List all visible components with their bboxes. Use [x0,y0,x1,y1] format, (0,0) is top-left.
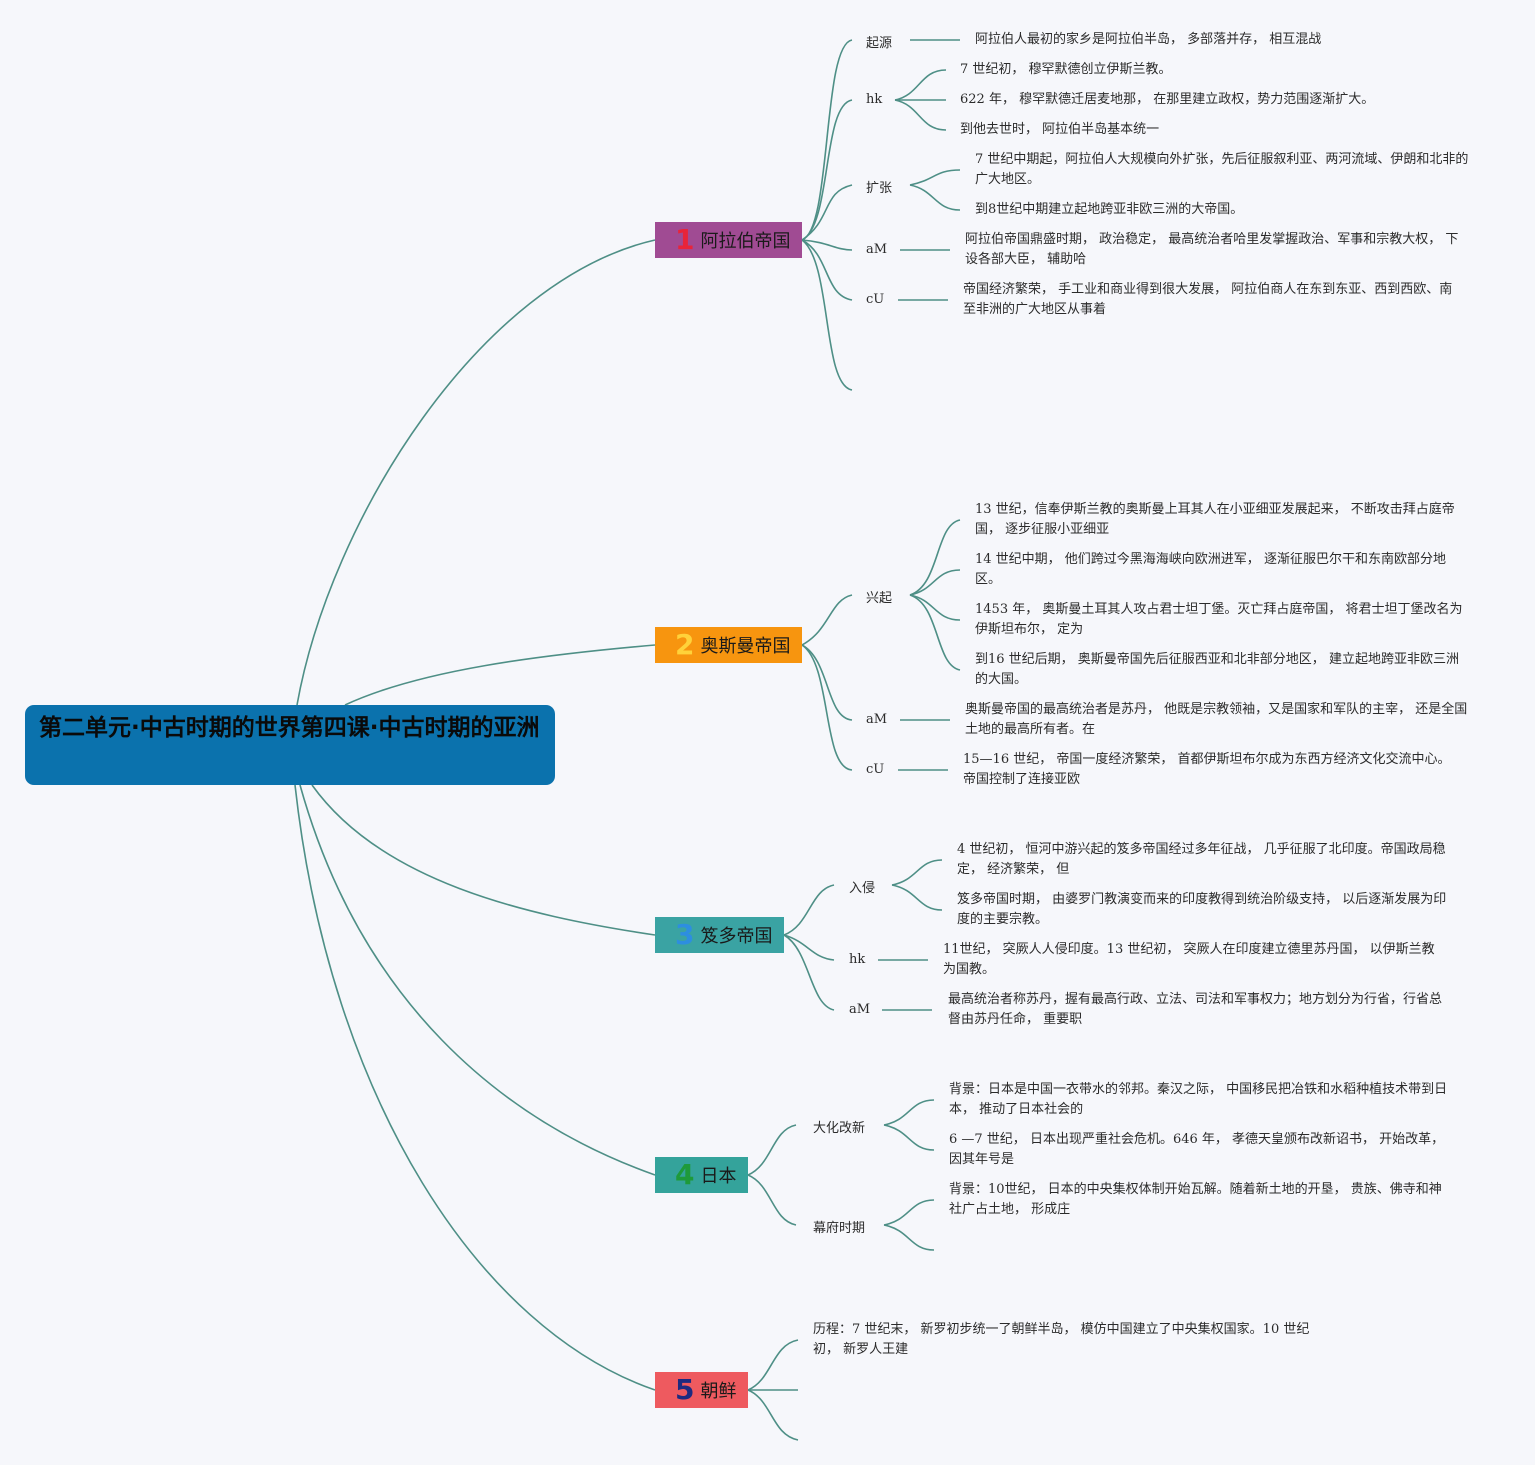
branch-japan[interactable]: 4 日本 [655,1157,748,1193]
leaf-text[interactable]: 13 世纪，信奉伊斯兰教的奥斯曼上耳其人在小亚细亚发展起来， 不断攻击拜占庭帝国… [975,502,1455,537]
root-topic[interactable]: 第二单元·中古时期的世界第四课·中古时期的亚洲 [25,705,555,785]
connector-b2-s3 [801,644,853,771]
topic-am[interactable]: aM [849,1002,871,1017]
leaf-text[interactable]: 1453 年， 奥斯曼土耳其人攻占君士坦丁堡。灭亡拜占庭帝国， 将君士坦丁堡改名… [975,602,1463,637]
connector-b4-s1-l1 [883,1099,935,1126]
topic-hk[interactable]: hk [849,952,866,967]
connector-b4-s1 [747,1124,797,1176]
connector-b4-s2-l2 [883,1224,935,1251]
branch-number: 2 [675,628,695,661]
connector-b1-s4 [801,239,853,251]
connector-b5-l3 [747,1389,799,1441]
leaf-text[interactable]: 到他去世时， 阿拉伯半岛基本统一 [960,122,1160,137]
branch-arab-empire[interactable]: 1 阿拉伯帝国 [655,222,802,258]
topic-cu[interactable]: cU [866,762,885,777]
connector-b3-s1 [783,884,835,936]
connector-b1-s6 [801,239,853,391]
topic-expansion[interactable]: 扩张 [866,181,893,196]
connector-b1-s2-l3 [894,99,947,131]
connector-b1-s2-l1 [894,69,947,101]
branch-ottoman-empire[interactable]: 2 奥斯曼帝国 [655,627,802,663]
branch-label: 阿拉伯帝国 [700,231,791,252]
leaf-text[interactable]: 最高统治者称苏丹，握有最高行政、立法、司法和军事权力；地方划分为行省，行省总督由… [948,992,1443,1027]
leaf-text[interactable]: 7 世纪中期起，阿拉伯人大规模向外扩张，先后征服叙利亚、两河流域、伊朗和北非的广… [975,152,1469,187]
leaf-text[interactable]: 奥斯曼帝国的最高统治者是苏丹， 他既是宗教领袖，又是国家和军队的主宰， 还是全国… [965,702,1468,737]
branch-number: 1 [675,223,695,256]
topic-shogunate[interactable]: 幕府时期 [813,1221,866,1236]
connector-b2-s1-l4 [909,594,961,671]
connector-root-b2 [344,644,656,706]
leaf-text[interactable]: 11世纪， 突厥人人侵印度。13 世纪初， 突厥人在印度建立德里苏丹国， 以伊斯… [943,942,1435,977]
connector-root-b3 [311,784,656,936]
connector-root-b4 [299,784,656,1176]
topic-origin[interactable]: 起源 [866,36,893,51]
connector-b4-s2-l1 [883,1199,935,1226]
branch-number: 3 [675,918,695,951]
leaf-text[interactable]: 到8世纪中期建立起地跨亚非欧三洲的大帝国。 [975,202,1244,217]
branch-label: 朝鲜 [700,1381,737,1402]
branch-korea[interactable]: 5 朝鲜 [655,1372,748,1408]
leaf-text[interactable]: 14 世纪中期， 他们跨过今黑海海峡向欧洲进军， 逐渐征服巴尔干和东南欧部分地区… [975,552,1446,587]
leaf-text[interactable]: 历程：7 世纪末， 新罗初步统一了朝鲜半岛， 模仿中国建立了中央集权国家。10 … [813,1322,1310,1357]
connector-b2-s1-l2 [909,569,961,596]
branch-label: 奥斯曼帝国 [700,636,791,657]
leaf-text[interactable]: 笈多帝国时期， 由婆罗门教演变而来的印度教得到统治阶级支持， 以后逐渐发展为印度… [957,892,1447,927]
topic-taika-reform[interactable]: 大化改新 [813,1121,866,1136]
topic-cu[interactable]: cU [866,292,885,307]
connector-b5-l1 [747,1339,799,1391]
connector-b1-s2 [801,99,853,241]
connector-b4-s1-l2 [883,1124,935,1151]
connector-b3-s2 [783,934,835,961]
connector-b1-s3-l2 [909,184,961,211]
branch-number: 5 [675,1373,695,1406]
leaf-text[interactable]: 4 世纪初， 恒河中游兴起的笈多帝国经过多年征战， 几乎征服了北印度。帝国政局稳… [957,842,1446,877]
leaf-text[interactable]: 到16 世纪后期， 奥斯曼帝国先后征服西亚和北非部分地区， 建立起地跨亚非欧三洲… [975,652,1459,687]
connector-b3-s1-l2 [891,884,943,911]
connector-b2-s1-l1 [909,519,961,596]
leaf-text[interactable]: 阿拉伯人最初的家乡是阿拉伯半岛， 多部落并存， 相互混战 [975,32,1322,47]
topic-am[interactable]: aM [866,712,888,727]
connector-root-b5 [294,784,656,1391]
branch-label: 笈多帝国 [700,926,773,947]
connector-b3-s1-l1 [891,859,943,886]
leaf-text[interactable]: 背景：10世纪， 日本的中央集权体制开始瓦解。随着新土地的开垦， 贵族、佛寺和神… [949,1182,1442,1217]
leaf-text[interactable]: 15—16 世纪， 帝国一度经济繁荣， 首都伊斯坦布尔成为东西方经济文化交流中心… [963,752,1451,787]
connector-b2-s2 [801,644,853,721]
connector-b4-s2 [747,1174,797,1226]
connector-b1-s3 [801,184,853,241]
leaf-text[interactable]: 7 世纪初， 穆罕默德创立伊斯兰教。 [960,62,1172,77]
leaf-text[interactable]: 阿拉伯帝国鼎盛时期， 政治稳定， 最高统治者哈里发掌握政治、军事和宗教大权， 下… [965,232,1459,267]
connector-b1-s1 [801,39,853,241]
connector-b3-s3 [783,934,835,1011]
branch-label: 日本 [700,1166,737,1187]
connector-b1-s3-l1 [909,169,961,186]
branch-gupta-empire[interactable]: 3 笈多帝国 [655,917,784,953]
connector-b2-s1 [801,594,853,646]
topic-am[interactable]: aM [866,242,888,257]
leaf-text[interactable]: 6 —7 世纪， 日本出现严重社会危机。646 年， 孝德天皇颁布改新诏书， 开… [949,1132,1445,1167]
topic-invasion[interactable]: 入侵 [849,881,876,896]
topic-rise[interactable]: 兴起 [866,591,893,606]
leaf-text[interactable]: 背景：日本是中国一衣带水的邻邦。秦汉之际， 中国移民把冶铁和水稻种植技术带到日本… [949,1082,1448,1117]
branch-number: 4 [675,1158,695,1191]
leaf-text[interactable]: 622 年， 穆罕默德迁居麦地那， 在那里建立政权，势力范围逐渐扩大。 [960,92,1375,107]
leaf-text[interactable]: 帝国经济繁荣， 手工业和商业得到很大发展， 阿拉伯商人在东到东亚、西到西欧、南至… [963,282,1453,317]
connector-root-b1 [296,239,656,706]
connector-b2-s1-l3 [909,594,961,621]
topic-hk[interactable]: hk [866,92,883,107]
connector-b1-s5 [801,239,853,301]
